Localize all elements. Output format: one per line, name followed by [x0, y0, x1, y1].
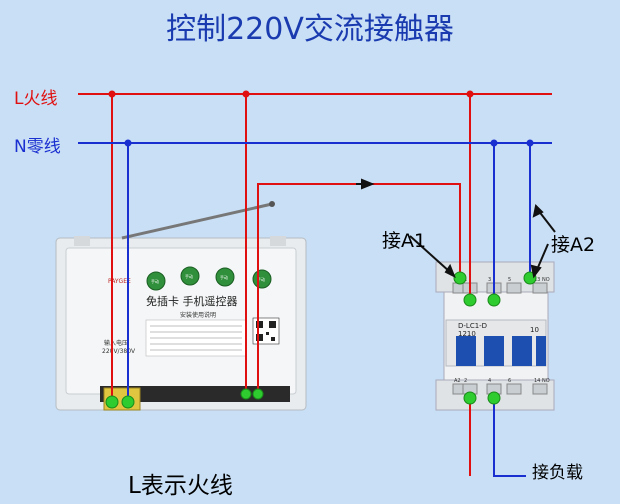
controller-button-label-4: 手动: [257, 276, 265, 282]
contactor-rating: 10: [530, 326, 539, 334]
bottom-terminal-label-2: 2: [464, 378, 467, 384]
pointer-arrows: [356, 178, 556, 279]
controller-button-1: [146, 271, 166, 291]
a2-terminal-label: 接A2: [551, 234, 596, 256]
load-label: 接负载: [532, 463, 583, 483]
controller-button-3: [215, 267, 235, 287]
antenna: [121, 202, 273, 240]
bottom-terminal-label-4: 6: [508, 378, 511, 384]
bottom-terminal-label-3: 4: [488, 378, 491, 384]
contactor-code: 1210: [458, 330, 476, 338]
controller-voltage-label: 输入电压: [104, 339, 128, 347]
controller-button-label-3: 手动: [220, 274, 228, 280]
live-line-label: L火线: [14, 89, 58, 109]
legend-note: L表示火线: [128, 473, 233, 499]
bottom-terminal-4: [506, 383, 522, 395]
top-terminal-4: [506, 282, 522, 294]
controller-voltage-value: 220V/380V: [102, 348, 136, 355]
top-terminal-label-3: 3: [488, 277, 491, 283]
top-terminal-label-4: 5: [508, 277, 511, 283]
controller-info-title: 安装使用说明: [180, 311, 216, 319]
neutral-wires: [78, 142, 552, 477]
terminal-connectors: [105, 271, 537, 409]
remote-controller-module: PAYGEE 免插卡 手机遥控器 安装使用说明 输入电压 220V/380V 手…: [55, 201, 307, 411]
controller-button-2: [180, 266, 200, 286]
junction-dots: [108, 90, 534, 147]
qr-code-icon: [252, 317, 280, 345]
contactor-model: D-LC1-D: [458, 322, 487, 330]
a1-terminal-label: 接A1: [382, 230, 427, 252]
bottom-terminal-label-1: A2: [454, 378, 461, 384]
bottom-terminal-5: [532, 383, 548, 395]
neutral-line-label: N零线: [14, 137, 61, 157]
controller-brand: PAYGEE: [108, 278, 131, 285]
controller-button-label-2: 手动: [185, 273, 193, 279]
top-terminal-label-5: 13 NO: [534, 277, 550, 283]
bottom-terminal-label-5: 14 NO: [534, 378, 550, 384]
controller-button-label-1: 手动: [151, 278, 159, 284]
diagram-title: 控制220V交流接触器: [166, 12, 454, 47]
top-terminal-5: [532, 282, 548, 294]
controller-name: 免插卡 手机遥控器: [146, 294, 238, 308]
